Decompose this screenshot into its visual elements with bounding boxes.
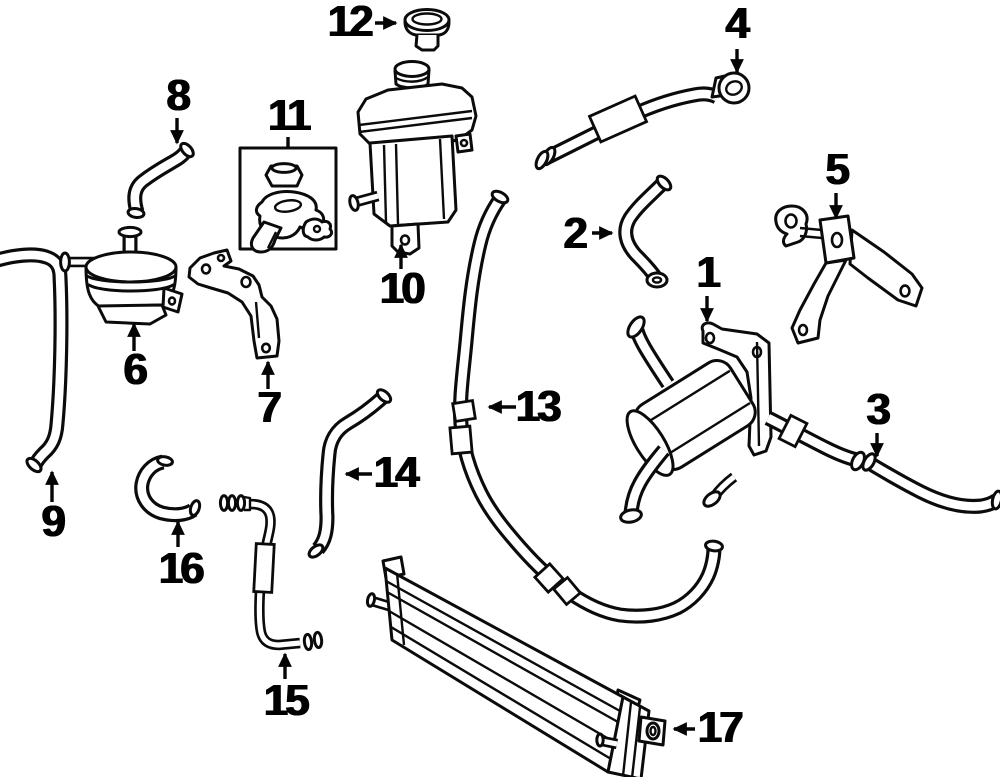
callout-12: 12 (327, 0, 374, 46)
callout-14: 14 (373, 448, 420, 497)
part-6-water-pump-drawing (59, 225, 184, 326)
part-8-hose-drawing (126, 141, 195, 219)
callout-17: 17 (697, 703, 744, 752)
part-2-hose-drawing (618, 174, 673, 289)
part-4-hose-union-drawing (534, 71, 751, 171)
callout-13: 13 (515, 382, 562, 431)
callout-7: 7 (257, 383, 282, 432)
part-3-hose-drawing (861, 452, 1000, 514)
callout-10: 10 (379, 264, 426, 313)
part-13-hose-drawing (448, 189, 724, 624)
callout-4: 4 (725, 0, 750, 48)
part-15-pipe-drawing (218, 494, 324, 652)
part-17-radiator-drawing (365, 555, 667, 777)
callout-3: 3 (866, 385, 891, 434)
callout-5: 5 (825, 145, 850, 194)
callout-11: 11 (267, 91, 311, 140)
part-9-hose-drawing (0, 247, 69, 474)
callout-16: 16 (158, 544, 205, 593)
callout-6: 6 (123, 345, 148, 394)
part-12-cap-drawing (403, 8, 451, 52)
part-11-kit-box-drawing (238, 146, 338, 254)
callout-8: 8 (166, 71, 191, 120)
part-5-bracket-drawing (774, 204, 924, 345)
callout-2: 2 (563, 209, 588, 258)
part-16-hose-drawing (134, 454, 202, 523)
callout-9: 9 (41, 497, 66, 546)
part-7-bracket-drawing (187, 248, 281, 360)
part-14-hose-drawing (307, 388, 393, 559)
callout-arrows (45, 16, 884, 736)
callout-15: 15 (263, 676, 310, 725)
part-10-reservoir-drawing (348, 60, 478, 256)
callout-1: 1 (696, 248, 721, 297)
part-1-oil-cooler-drawing (619, 315, 866, 524)
